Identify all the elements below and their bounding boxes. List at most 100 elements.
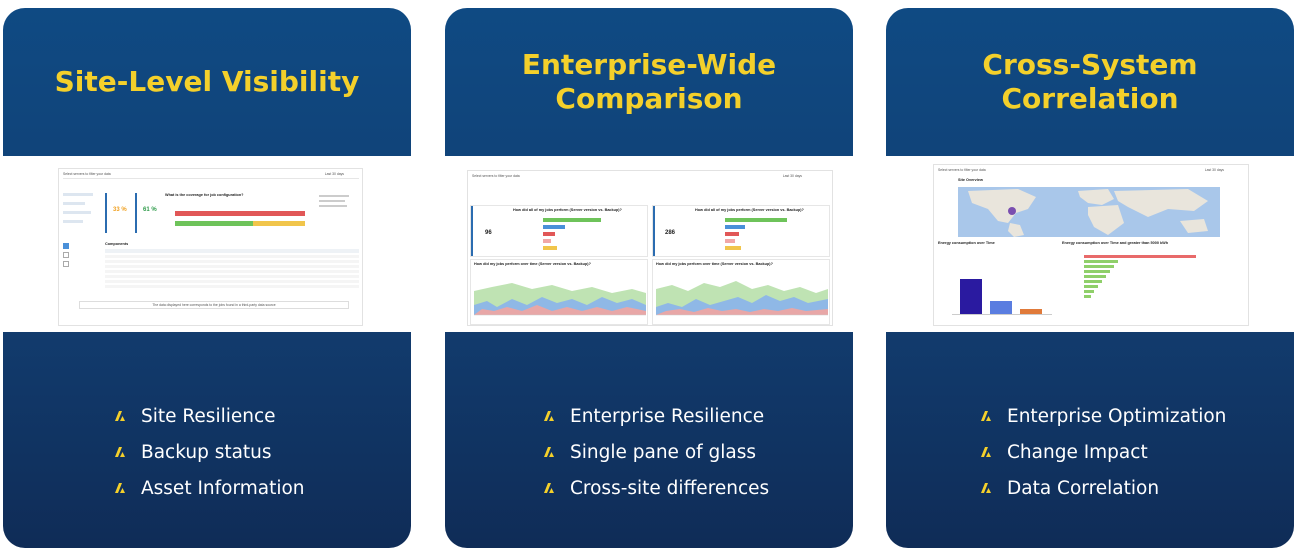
card-enterprise-wide: Enterprise-Wide Comparison Select server…	[445, 8, 853, 548]
kpi-value: 96	[485, 230, 492, 236]
filters-panel	[63, 193, 103, 243]
kpi-value: 286	[665, 230, 676, 236]
chart-bar	[543, 218, 601, 222]
chart-bar	[960, 279, 982, 315]
bullet-item: Enterprise Resilience	[542, 398, 853, 434]
chart-bar	[1084, 265, 1114, 268]
bullet-text: Backup status	[141, 441, 272, 463]
chart-legend	[319, 195, 359, 207]
kpi-tile: 61 %	[135, 193, 161, 233]
cross-system-dashboard: Select servers to filter your data Last …	[933, 164, 1249, 326]
search-input: Select servers to filter your data	[938, 168, 986, 172]
bullet-text: Change Impact	[1007, 441, 1148, 463]
area-chart-title: How did my jobs perform over time (Serve…	[474, 262, 591, 266]
bullet-item: Data Correlation	[979, 470, 1294, 506]
chart-bar	[1084, 285, 1098, 288]
yellow-chevron-icon	[542, 409, 556, 423]
bullet-item: Asset Information	[113, 470, 411, 506]
chart-bar	[725, 239, 735, 243]
bar-chart-title: How did all of my jobs perform (Server v…	[513, 208, 622, 212]
chart-bar	[1084, 255, 1196, 258]
bullet-item: Backup status	[113, 434, 411, 470]
dashboard-screenshot-site-level: Select servers to filter your data Last …	[3, 156, 411, 332]
area-chart-panel: How did my jobs perform over time (Serve…	[652, 259, 830, 325]
chart-bar	[1084, 270, 1110, 273]
yellow-chevron-icon	[979, 409, 993, 423]
enterprise-dashboard: Select servers to filter your data Last …	[467, 170, 833, 326]
bullet-text: Cross-site differences	[570, 477, 770, 499]
date-range: Last 30 days	[782, 174, 802, 178]
chart-bar	[543, 225, 565, 229]
dashboard-screenshot-enterprise: Select servers to filter your data Last …	[445, 156, 853, 332]
kpi-tile: 33 %	[105, 193, 131, 233]
date-range: Last 30 days	[1204, 168, 1224, 172]
chart-heading: What is the coverage for job configurati…	[165, 193, 244, 197]
chart-bar	[543, 232, 555, 236]
energy-horizontal-chart	[1084, 255, 1224, 317]
yellow-chevron-icon	[542, 445, 556, 459]
card-title: Enterprise-Wide Comparison	[521, 48, 777, 115]
search-input: Select servers to filter your data	[472, 174, 520, 178]
chart-bar	[543, 239, 551, 243]
bullet-list: Site Resilience Backup status Asset Info…	[3, 398, 411, 506]
chart-bar	[725, 232, 739, 236]
bar-chart-title: How did all of my jobs perform (Server v…	[695, 208, 804, 212]
kpi-panel: 286 How did all of my jobs perform (Serv…	[652, 205, 830, 257]
chart-bar	[175, 211, 305, 216]
chart-bar	[1084, 290, 1094, 293]
chart-bar	[1084, 260, 1118, 263]
chart-bar	[990, 301, 1012, 315]
bullet-list: Enterprise Optimization Change Impact Da…	[886, 398, 1294, 506]
yellow-chevron-icon	[113, 409, 127, 423]
bullet-text: Enterprise Resilience	[570, 405, 765, 427]
chart-bar	[543, 246, 557, 250]
search-input: Select servers to filter your data	[63, 172, 111, 176]
card-title: Cross-System Correlation	[982, 48, 1198, 115]
yellow-chevron-icon	[542, 481, 556, 495]
bullet-text: Single pane of glass	[570, 441, 757, 463]
area-chart	[656, 281, 828, 316]
view-switcher[interactable]	[63, 243, 77, 271]
chart-bar	[725, 246, 741, 250]
map-title: Site Overview	[958, 178, 983, 182]
left-chart-title: Energy consumption over Time	[938, 241, 995, 245]
chart-bar	[725, 225, 745, 229]
chart-bar	[1084, 280, 1102, 283]
bullet-text: Enterprise Optimization	[1007, 405, 1227, 427]
components-table	[105, 249, 359, 288]
bullet-item: Single pane of glass	[542, 434, 853, 470]
bullet-item: Site Resilience	[113, 398, 411, 434]
bullet-list: Enterprise Resilience Single pane of gla…	[445, 398, 853, 506]
bullet-text: Data Correlation	[1007, 477, 1160, 499]
site-dashboard: Select servers to filter your data Last …	[58, 168, 363, 326]
card-site-level: Site-Level Visibility Select servers to …	[3, 8, 411, 548]
bullet-text: Asset Information	[141, 477, 305, 499]
chart-bar	[725, 218, 787, 222]
yellow-chevron-icon	[979, 445, 993, 459]
bullet-text: Site Resilience	[141, 405, 276, 427]
chart-bar	[253, 221, 305, 226]
area-chart-title: How did my jobs perform over time (Serve…	[656, 262, 773, 266]
footer-note: The data displayed here corresponds to t…	[79, 301, 349, 309]
dashboard-screenshot-cross-system: Select servers to filter your data Last …	[886, 156, 1294, 332]
card-cross-system: Cross-System Correlation Select servers …	[886, 8, 1294, 548]
area-chart-panel: How did my jobs perform over time (Serve…	[470, 259, 648, 325]
world-map	[958, 187, 1220, 237]
components-heading: Components	[105, 242, 129, 246]
chart-bar	[1020, 309, 1042, 315]
bullet-item: Enterprise Optimization	[979, 398, 1294, 434]
date-range: Last 30 days	[324, 172, 344, 176]
chart-bar	[175, 221, 253, 226]
chart-bar	[1084, 295, 1091, 298]
yellow-chevron-icon	[113, 445, 127, 459]
energy-bar-chart	[938, 249, 1056, 323]
yellow-chevron-icon	[979, 481, 993, 495]
bullet-item: Change Impact	[979, 434, 1294, 470]
bullet-item: Cross-site differences	[542, 470, 853, 506]
right-chart-title: Energy consumption over Time and greater…	[1062, 241, 1169, 245]
chart-bar	[1084, 275, 1106, 278]
card-title: Site-Level Visibility	[54, 65, 360, 98]
yellow-chevron-icon	[113, 481, 127, 495]
kpi-panel: 96 How did all of my jobs perform (Serve…	[470, 205, 648, 257]
